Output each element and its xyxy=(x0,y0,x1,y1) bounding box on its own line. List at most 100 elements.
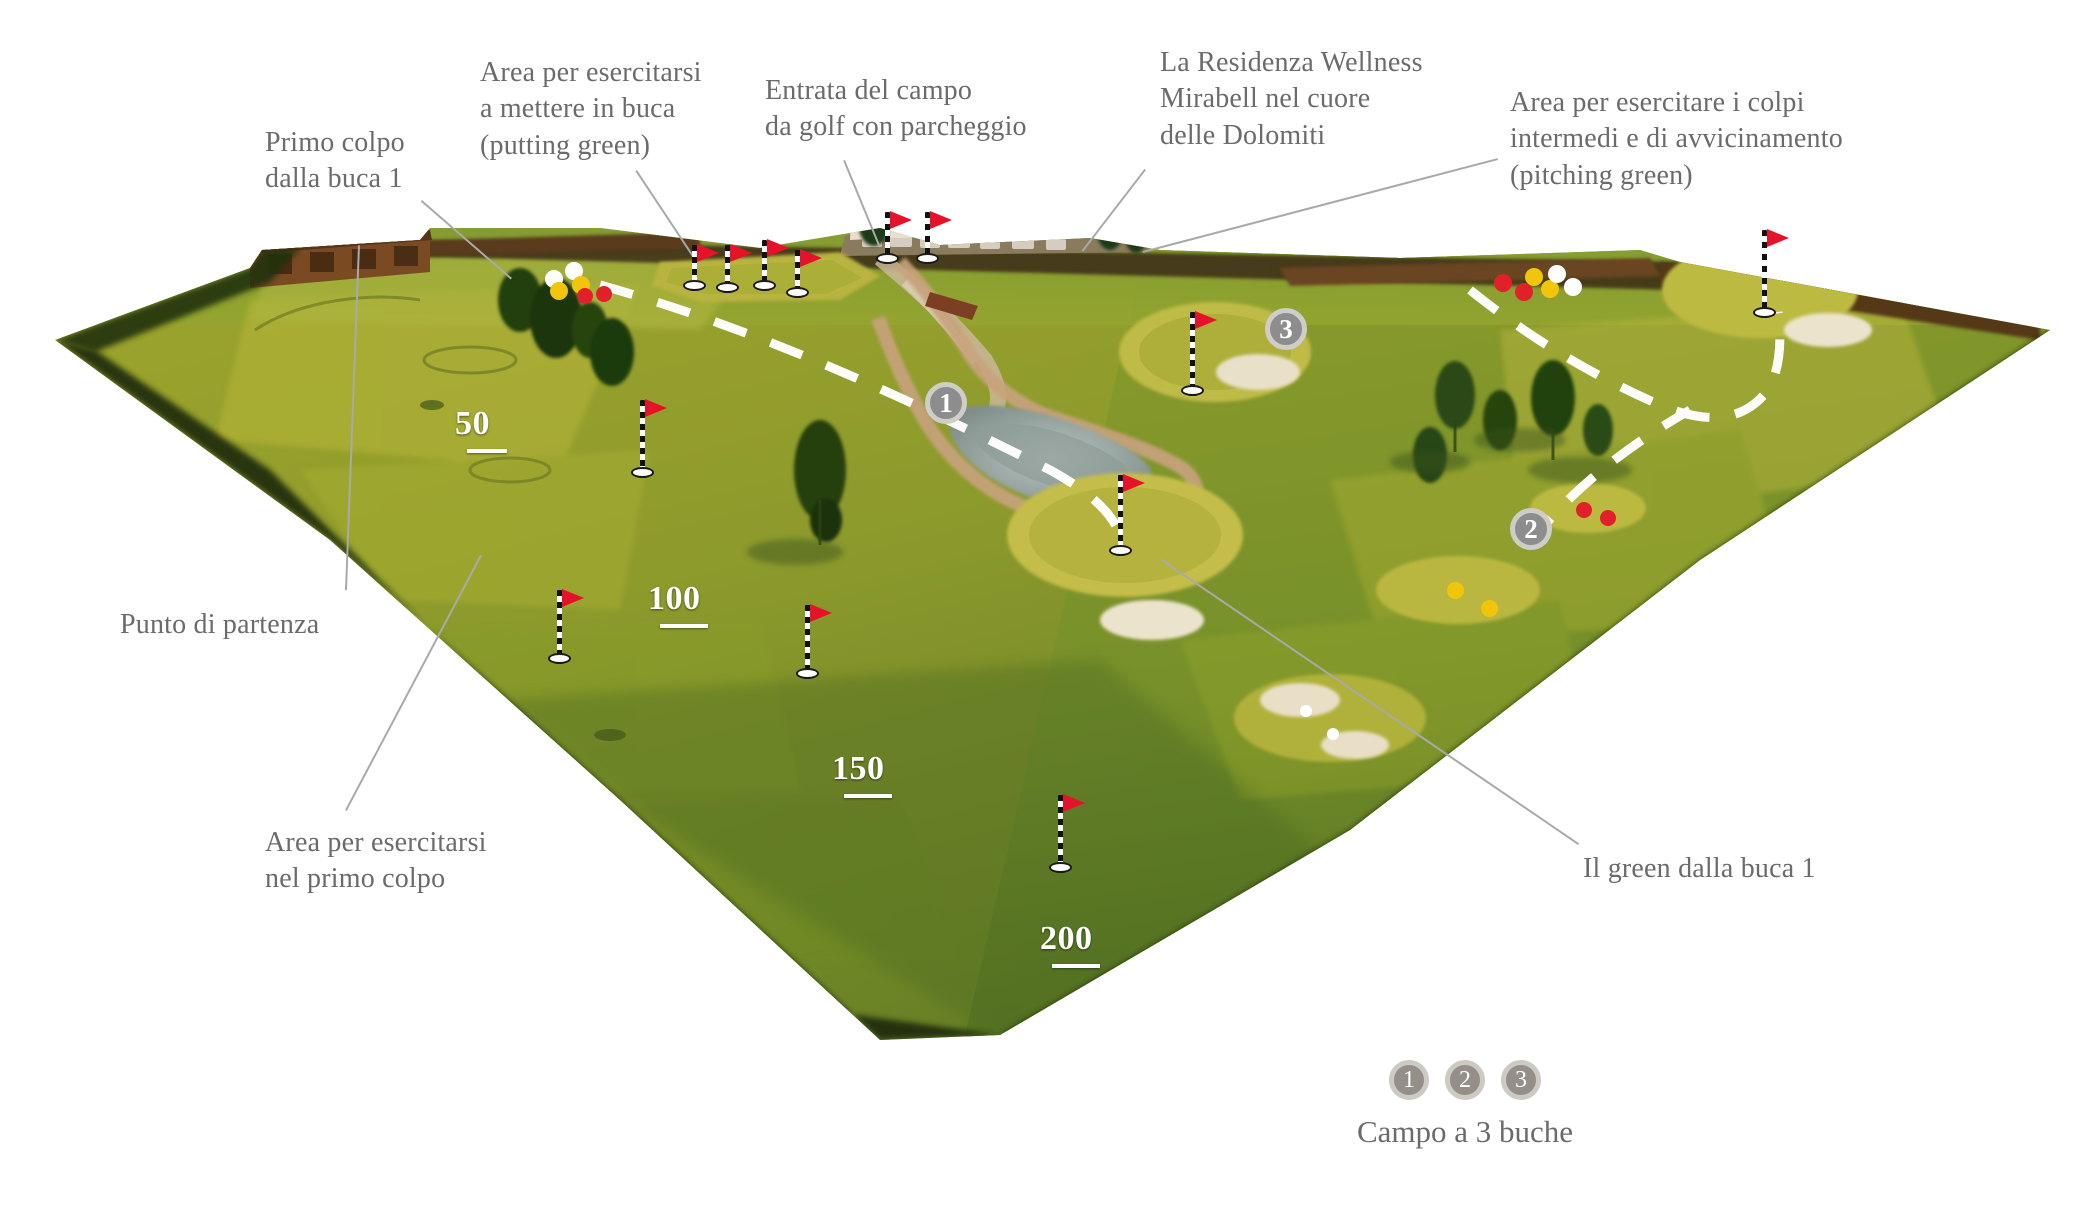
callout-area-primo-colpo: Area per esercitarsi nel primo colpo xyxy=(265,827,487,895)
flag-pole xyxy=(795,250,800,292)
flag-pole xyxy=(640,400,645,472)
legend-badge-3: 3 xyxy=(1501,1060,1541,1100)
golf-hole-cup-icon xyxy=(916,253,939,264)
callout-pitching-green: Area per esercitare i colpi intermedi e … xyxy=(1510,87,1843,191)
distance-marker-150: 150 xyxy=(832,750,892,798)
play-line-hole-3-to-right xyxy=(1467,286,1785,422)
flag-putt-2-icon xyxy=(716,244,753,293)
flag-cloth-icon xyxy=(1195,311,1217,329)
flag-pole xyxy=(805,605,810,673)
flag-green-right-icon xyxy=(1753,229,1790,318)
hotel-building xyxy=(840,228,1150,256)
hole-badge-3: 3 xyxy=(1265,308,1307,350)
ball-l6 xyxy=(596,286,612,302)
flag-cloth-icon xyxy=(800,249,822,267)
flag-tee-3-icon xyxy=(796,604,833,679)
callout-entrata-campo: Entrata del campo da golf con parcheggio xyxy=(765,75,1027,143)
distance-marker-label: 200 xyxy=(1040,920,1093,957)
leader-pitching-green xyxy=(1142,158,1498,253)
flag-putt-5-icon xyxy=(876,211,913,264)
flag-pole xyxy=(762,240,767,285)
hole-badge-2: 2 xyxy=(1510,508,1552,550)
ball-p3 xyxy=(1447,582,1464,599)
golf-hole-cup-icon xyxy=(1181,385,1204,396)
ball-l3 xyxy=(550,282,568,300)
golf-hole-cup-icon xyxy=(753,280,776,291)
legend-badge-1: 1 xyxy=(1389,1060,1429,1100)
flag-tee-1-icon xyxy=(631,399,668,478)
flag-pole xyxy=(885,212,890,258)
hole-badge-1: 1 xyxy=(925,382,967,424)
flag-putt-4-icon xyxy=(786,249,823,298)
flag-cloth-icon xyxy=(645,399,667,417)
flag-cloth-icon xyxy=(1767,229,1789,247)
ball-r4 xyxy=(1541,280,1559,298)
flag-cloth-icon xyxy=(1063,794,1085,812)
flag-tee-2-icon xyxy=(548,589,585,664)
flag-pole xyxy=(692,245,697,285)
leader-residenza xyxy=(1081,168,1146,252)
flag-green-3-icon xyxy=(1181,311,1218,396)
distance-marker-underline xyxy=(467,449,507,453)
flag-cloth-icon xyxy=(930,211,952,229)
leader-area-primo-colpo xyxy=(345,555,482,811)
flag-green-1-icon xyxy=(1109,474,1146,556)
distance-marker-underline xyxy=(1052,964,1100,968)
flag-pole xyxy=(557,590,562,658)
callout-putting-green: Area per esercitarsi a mettere in buca (… xyxy=(480,57,702,161)
ball-r5 xyxy=(1548,265,1566,283)
distance-marker-underline xyxy=(660,624,708,628)
distance-marker-underline xyxy=(844,794,892,798)
callout-green-buca-1: Il green dalla buca 1 xyxy=(1583,853,1816,884)
ball-r2 xyxy=(1515,283,1533,301)
ball-l2 xyxy=(565,262,583,280)
flag-putt-6-icon xyxy=(916,211,953,264)
ball-p2 xyxy=(1600,510,1616,526)
ball-p4 xyxy=(1481,600,1498,617)
golf-hole-cup-icon xyxy=(548,653,571,664)
golf-hole-cup-icon xyxy=(786,287,809,298)
golf-hole-cup-icon xyxy=(876,253,899,264)
distance-marker-label: 100 xyxy=(648,580,701,617)
distance-marker-label: 150 xyxy=(832,750,885,787)
flag-cloth-icon xyxy=(890,211,912,229)
flag-tee-4-icon xyxy=(1049,794,1086,873)
distance-marker-50: 50 xyxy=(455,405,507,453)
flag-pole xyxy=(1118,475,1123,550)
flag-pole xyxy=(725,245,730,287)
callout-residenza-wellness: La Residenza Wellness Mirabell nel cuore… xyxy=(1160,47,1423,151)
ball-r1 xyxy=(1494,274,1512,292)
golf-hole-cup-icon xyxy=(1109,545,1132,556)
ball-r3 xyxy=(1525,268,1543,286)
flag-pole xyxy=(1762,230,1767,312)
flag-pole xyxy=(925,212,930,258)
distance-marker-200: 200 xyxy=(1040,920,1100,968)
golf-hole-cup-icon xyxy=(683,280,706,291)
flag-putt-1-icon xyxy=(683,244,720,291)
flag-cloth-icon xyxy=(562,589,584,607)
leader-punto-partenza xyxy=(345,245,360,591)
flag-cloth-icon xyxy=(730,244,752,262)
distance-marker-100: 100 xyxy=(648,580,708,628)
leader-primo-colpo xyxy=(420,200,512,280)
ball-w1 xyxy=(1300,705,1312,717)
leader-green-buca-1 xyxy=(1160,558,1580,845)
callout-primo-colpo: Primo colpo dalla buca 1 xyxy=(265,127,405,195)
flag-cloth-icon xyxy=(1123,474,1145,492)
ball-r6 xyxy=(1564,278,1582,296)
golf-hole-cup-icon xyxy=(716,282,739,293)
ball-p1 xyxy=(1576,502,1592,518)
flag-cloth-icon xyxy=(810,604,832,622)
leader-entrata xyxy=(843,160,880,246)
ball-w2 xyxy=(1327,728,1339,740)
golf-hole-cup-icon xyxy=(631,467,654,478)
golf-hole-cup-icon xyxy=(1753,307,1776,318)
play-line-hole-1 xyxy=(598,280,1123,532)
flag-pole xyxy=(1058,795,1063,867)
golf-hole-cup-icon xyxy=(1049,862,1072,873)
legend-caption: Campo a 3 buche xyxy=(1356,1114,1574,1149)
flag-putt-3-icon xyxy=(753,239,790,291)
